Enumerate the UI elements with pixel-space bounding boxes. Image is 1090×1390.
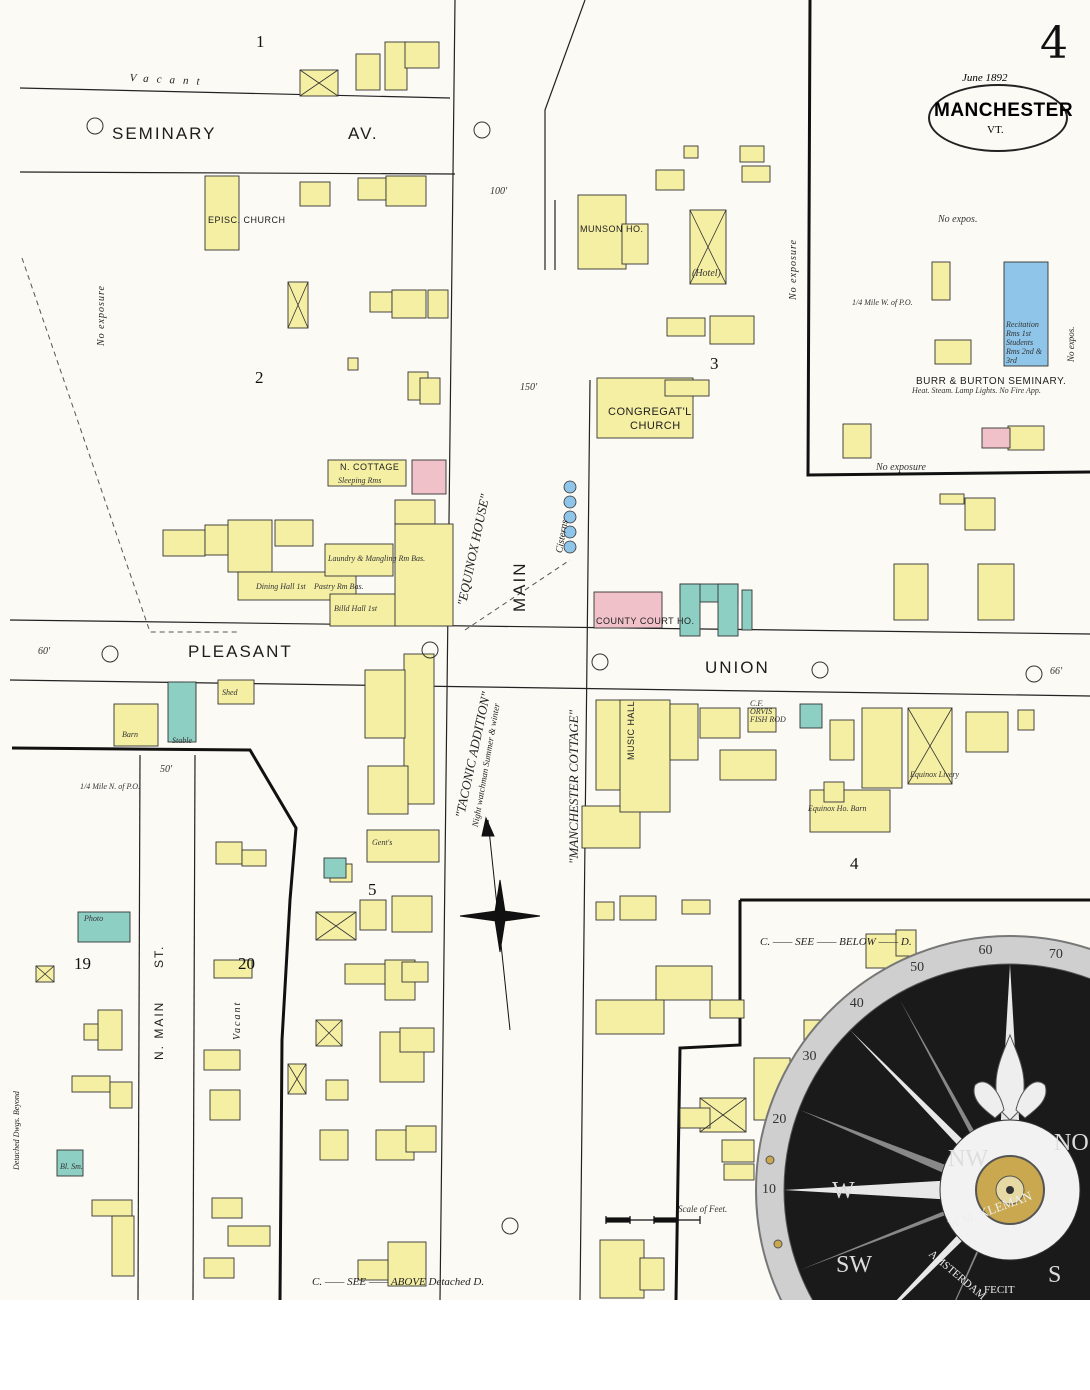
block-number: 5 bbox=[368, 880, 377, 899]
large-compass bbox=[755, 935, 1090, 1300]
block-number: 19 bbox=[74, 954, 91, 973]
dim-60: 60' bbox=[38, 646, 51, 657]
compass-letter: NW bbox=[948, 1146, 988, 1172]
compass-degree-label: 10 bbox=[762, 1182, 776, 1197]
label-dining-hall: Dining Hall 1st bbox=[256, 582, 306, 591]
label-cf-orvis: C.F. ORVIS FISH ROD bbox=[750, 699, 786, 724]
compass-degree-label: 20 bbox=[772, 1112, 787, 1128]
label-no-exposure-left: No exposure bbox=[96, 285, 107, 346]
label-detached: Detached Dwgs. Beyond bbox=[12, 1091, 21, 1170]
label-shed: Shed bbox=[222, 688, 238, 697]
compass-letter: NO bbox=[1054, 1130, 1089, 1156]
frame-buildings bbox=[35, 41, 1045, 1299]
label-n-cottage: N. COTTAGE bbox=[340, 462, 400, 472]
compass-degree-label: 70 bbox=[1048, 946, 1063, 962]
dim-100: 100' bbox=[490, 186, 508, 197]
seminary-building bbox=[1003, 261, 1049, 367]
label-county-court: COUNTY COURT HO. bbox=[596, 616, 695, 626]
dim-50: 50' bbox=[160, 764, 173, 775]
label-bl-sm: Bl. Sm. bbox=[60, 1162, 83, 1171]
compass-degree-label: 30 bbox=[802, 1048, 817, 1064]
label-stable: Stable bbox=[172, 736, 192, 745]
compass-degree-label: 40 bbox=[849, 996, 864, 1012]
compass-fecit: FECIT bbox=[984, 1284, 1015, 1296]
label-equinox-livery: Equinox Livery bbox=[910, 770, 960, 779]
street-seminary: SEMINARY bbox=[112, 124, 217, 143]
dashed-lines bbox=[21, 257, 571, 633]
sheds-x bbox=[35, 69, 953, 1133]
compass-letter: SW bbox=[836, 1252, 872, 1278]
label-photo: Photo bbox=[84, 914, 104, 923]
street-main: MAIN bbox=[510, 561, 529, 613]
label-vacant-2: Vacant bbox=[232, 1000, 243, 1040]
sheet-number: 4 bbox=[1040, 18, 1068, 69]
dim-66: 66' bbox=[1050, 666, 1063, 677]
compass-letter: W bbox=[832, 1178, 855, 1204]
street-pleasant: PLEASANT bbox=[188, 642, 293, 661]
block-number: 4 bbox=[850, 854, 859, 873]
street-n-main: N. MAIN bbox=[152, 1000, 166, 1060]
title-cartouche bbox=[928, 84, 1068, 152]
compass-degree-label: 60 bbox=[978, 943, 993, 959]
label-laundry: Laundry & Mangling Rm Bas. bbox=[328, 554, 426, 563]
stone-buildings bbox=[56, 583, 823, 1177]
label-no-expos: No expos. bbox=[938, 214, 978, 225]
label-scale: Scale of Feet. bbox=[678, 1204, 728, 1214]
map-city: MANCHESTER bbox=[934, 100, 1074, 121]
label-pastry-rm: Pastry Rm Bas. bbox=[314, 582, 364, 591]
label-see-above: C. —— SEE —— ABOVE Detached D. bbox=[312, 1276, 485, 1288]
brick-buildings bbox=[411, 427, 1011, 629]
label-episc-church: EPISC. CHURCH bbox=[208, 215, 286, 225]
label-mile-w: 1/4 Mile W. of P.O. bbox=[852, 298, 913, 307]
label-congregatl: CONGREGAT'L bbox=[608, 406, 692, 418]
label-no-expos-far: No expos. bbox=[1066, 326, 1076, 363]
label-burr-burton: BURR & BURTON SEMINARY. bbox=[916, 376, 1067, 387]
label-barn: Barn bbox=[122, 730, 138, 739]
map-state: VT. bbox=[987, 124, 1004, 136]
compass-degree-label: 50 bbox=[910, 960, 925, 976]
map-date: June 1892 bbox=[959, 72, 1011, 84]
label-no-exposure-right: No exposure bbox=[788, 239, 799, 300]
label-recitation: Recitation Rms 1st Students Rms 2nd & 3r… bbox=[1006, 320, 1042, 365]
label-sleeping-rms: Sleeping Rms bbox=[338, 476, 382, 485]
block-number: 20 bbox=[238, 954, 255, 973]
label-music-hall: MUSIC HALL bbox=[626, 700, 636, 760]
label-hotel: (Hotel) bbox=[692, 268, 721, 279]
map-drawing bbox=[9, 0, 1090, 1300]
label-equinox-ho-barn: Equinox Ho. Barn bbox=[808, 804, 867, 813]
label-billd-hall: Billd Hall 1st bbox=[334, 604, 378, 613]
fire-insurance-map: 4 June 1892 MANCHESTER VT. SEMINARY AV. … bbox=[0, 0, 1090, 1300]
label-no-exposure: No exposure bbox=[876, 462, 926, 473]
street-hydrant-circles bbox=[86, 117, 1043, 1235]
block-number: 2 bbox=[255, 368, 264, 387]
heavy-borders bbox=[11, 0, 1090, 1300]
street-n-main-st: ST. bbox=[152, 944, 166, 968]
compass-letter: S bbox=[1048, 1262, 1062, 1288]
street-seminary-av: AV. bbox=[348, 124, 379, 143]
label-manchester-cottage: "MANCHESTER COTTAGE" bbox=[566, 709, 581, 864]
label-heat-steam: Heat. Steam. Lamp Lights. No Fire App. bbox=[912, 386, 1041, 395]
label-mile-n: 1/4 Mile N. of P.O. bbox=[80, 782, 141, 791]
label-church: CHURCH bbox=[630, 420, 681, 432]
dim-150: 150' bbox=[520, 382, 538, 393]
street-union: UNION bbox=[705, 658, 770, 677]
block-number: 3 bbox=[710, 354, 719, 373]
label-munson-ho: MUNSON HO. bbox=[580, 224, 644, 234]
label-gents: Gent's bbox=[372, 838, 393, 847]
block-number: 1 bbox=[256, 32, 265, 51]
label-see-below: C. —— SEE —— BELOW —— D. bbox=[760, 936, 912, 948]
scale-bar bbox=[605, 1216, 701, 1224]
street-compass bbox=[459, 816, 541, 1031]
